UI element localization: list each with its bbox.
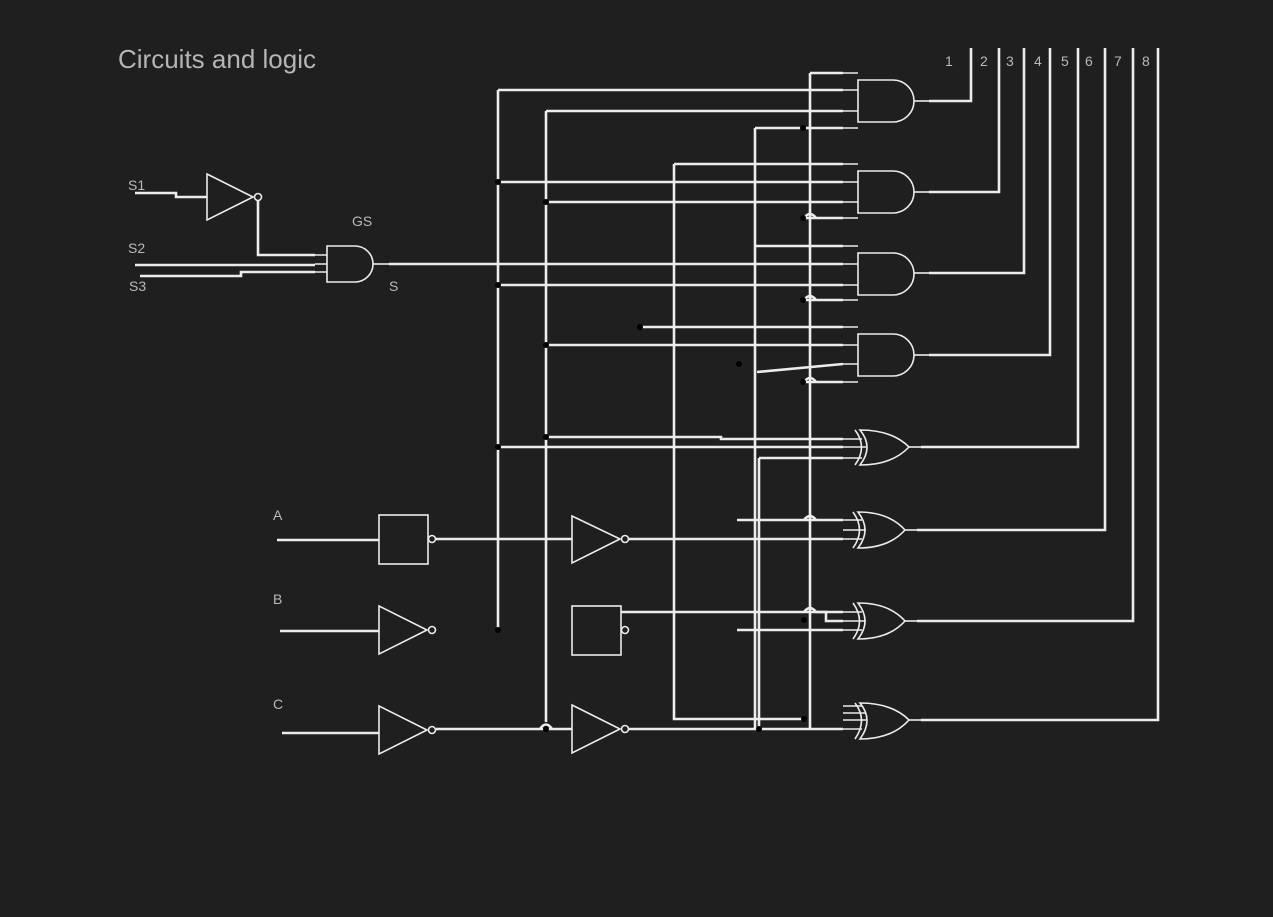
xor-gate-1: [843, 429, 921, 466]
label-s2: S2: [128, 240, 145, 256]
and-gate-1: [843, 72, 929, 129]
label-b: B: [273, 591, 282, 607]
output-label-2: 2: [980, 53, 988, 69]
inverter-c-2: [571, 703, 622, 755]
output-label-3: 3: [1006, 53, 1014, 69]
s1-inverter: [206, 172, 255, 222]
and-gate-2: [843, 163, 929, 219]
xor-gate-4: [843, 702, 921, 740]
xor-gate-3: [843, 602, 917, 640]
inverter-a: [571, 514, 622, 565]
inverter-c-1: [378, 704, 429, 756]
junction-dots: [495, 125, 807, 732]
label-s: S: [389, 278, 398, 294]
output-label-7: 7: [1114, 53, 1122, 69]
label-s1: S1: [128, 177, 145, 193]
page-title: Circuits and logic: [118, 44, 316, 74]
gs-and-gate: [326, 245, 374, 283]
output-label-8: 8: [1142, 53, 1150, 69]
enable-logic: [135, 172, 389, 283]
and-gate-4: [843, 326, 929, 383]
buffer-a: [378, 514, 429, 565]
and-gate-3: [843, 245, 929, 301]
label-c: C: [273, 696, 283, 712]
signal-buses: [389, 71, 844, 731]
xor-gate-2: [843, 511, 917, 549]
buffer-b: [571, 605, 622, 656]
label-gs: GS: [352, 213, 372, 229]
input-b-logic: [280, 604, 630, 656]
output-label-4: 4: [1034, 53, 1042, 69]
output-label-5: 5: [1061, 53, 1069, 69]
inverter-b: [378, 604, 429, 656]
output-label-1: 1: [945, 53, 953, 69]
output-wires: [917, 48, 1160, 722]
input-c-logic: [282, 703, 630, 756]
label-s3: S3: [129, 278, 146, 294]
output-label-6: 6: [1085, 53, 1093, 69]
input-a-logic: [277, 514, 630, 565]
wire-crossings: [538, 212, 843, 730]
label-a: A: [273, 507, 283, 523]
